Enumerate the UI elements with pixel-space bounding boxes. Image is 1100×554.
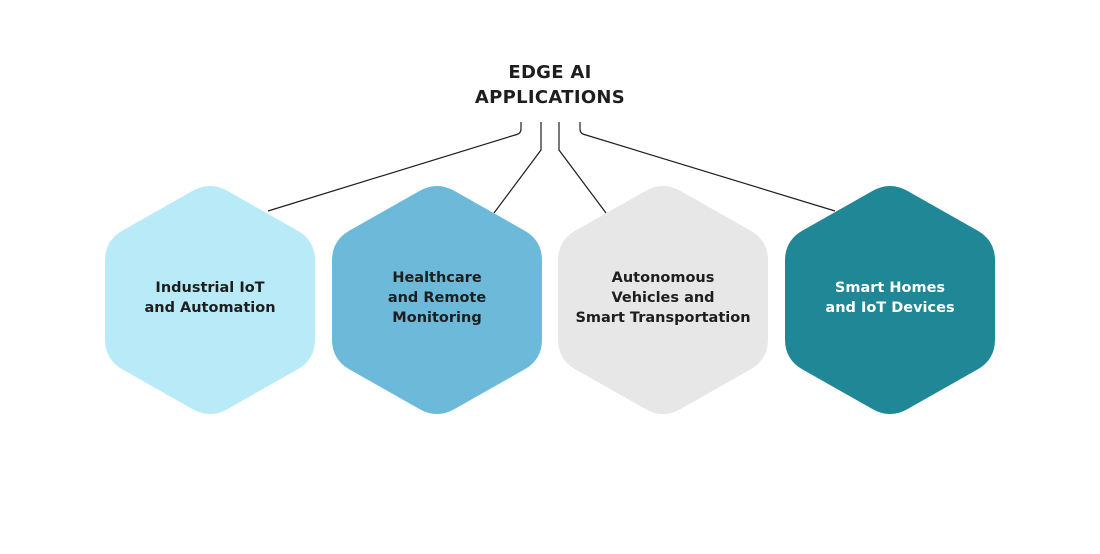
- node-label-line: Smart Transportation: [575, 310, 751, 326]
- node-label-smart-homes: Smart Homes and IoT Devices: [790, 278, 990, 318]
- node-label-line: and Automation: [144, 300, 276, 316]
- node-label-line: Smart Homes: [834, 280, 946, 296]
- node-label-line: and Remote: [387, 290, 487, 306]
- hexagon-nodes: [105, 185, 995, 415]
- title-line-2: APPLICATIONS: [474, 87, 626, 108]
- hexagon-autonomous: [558, 185, 768, 415]
- connector-line-smart-homes: [579, 122, 836, 212]
- node-label-line: Autonomous: [611, 270, 715, 286]
- title-line-1: EDGE AI: [508, 62, 592, 83]
- connector-line-industrial: [267, 122, 522, 212]
- connector-lines: [267, 122, 836, 214]
- hexagon-industrial: [105, 185, 315, 415]
- node-label-line: Monitoring: [392, 310, 482, 326]
- node-label-line: Industrial IoT: [155, 280, 265, 296]
- connector-line-healthcare: [493, 122, 542, 214]
- hexagon-healthcare: [332, 185, 542, 415]
- node-label-line: Vehicles and: [611, 290, 715, 306]
- node-label-industrial: Industrial IoT and Automation: [110, 278, 310, 318]
- connector-line-autonomous: [558, 122, 607, 214]
- node-label-line: and IoT Devices: [825, 300, 955, 316]
- hexagon-smart-homes: [785, 185, 995, 415]
- node-label-line: Healthcare: [392, 270, 482, 286]
- diagram-title: EDGE AI APPLICATIONS: [400, 60, 700, 110]
